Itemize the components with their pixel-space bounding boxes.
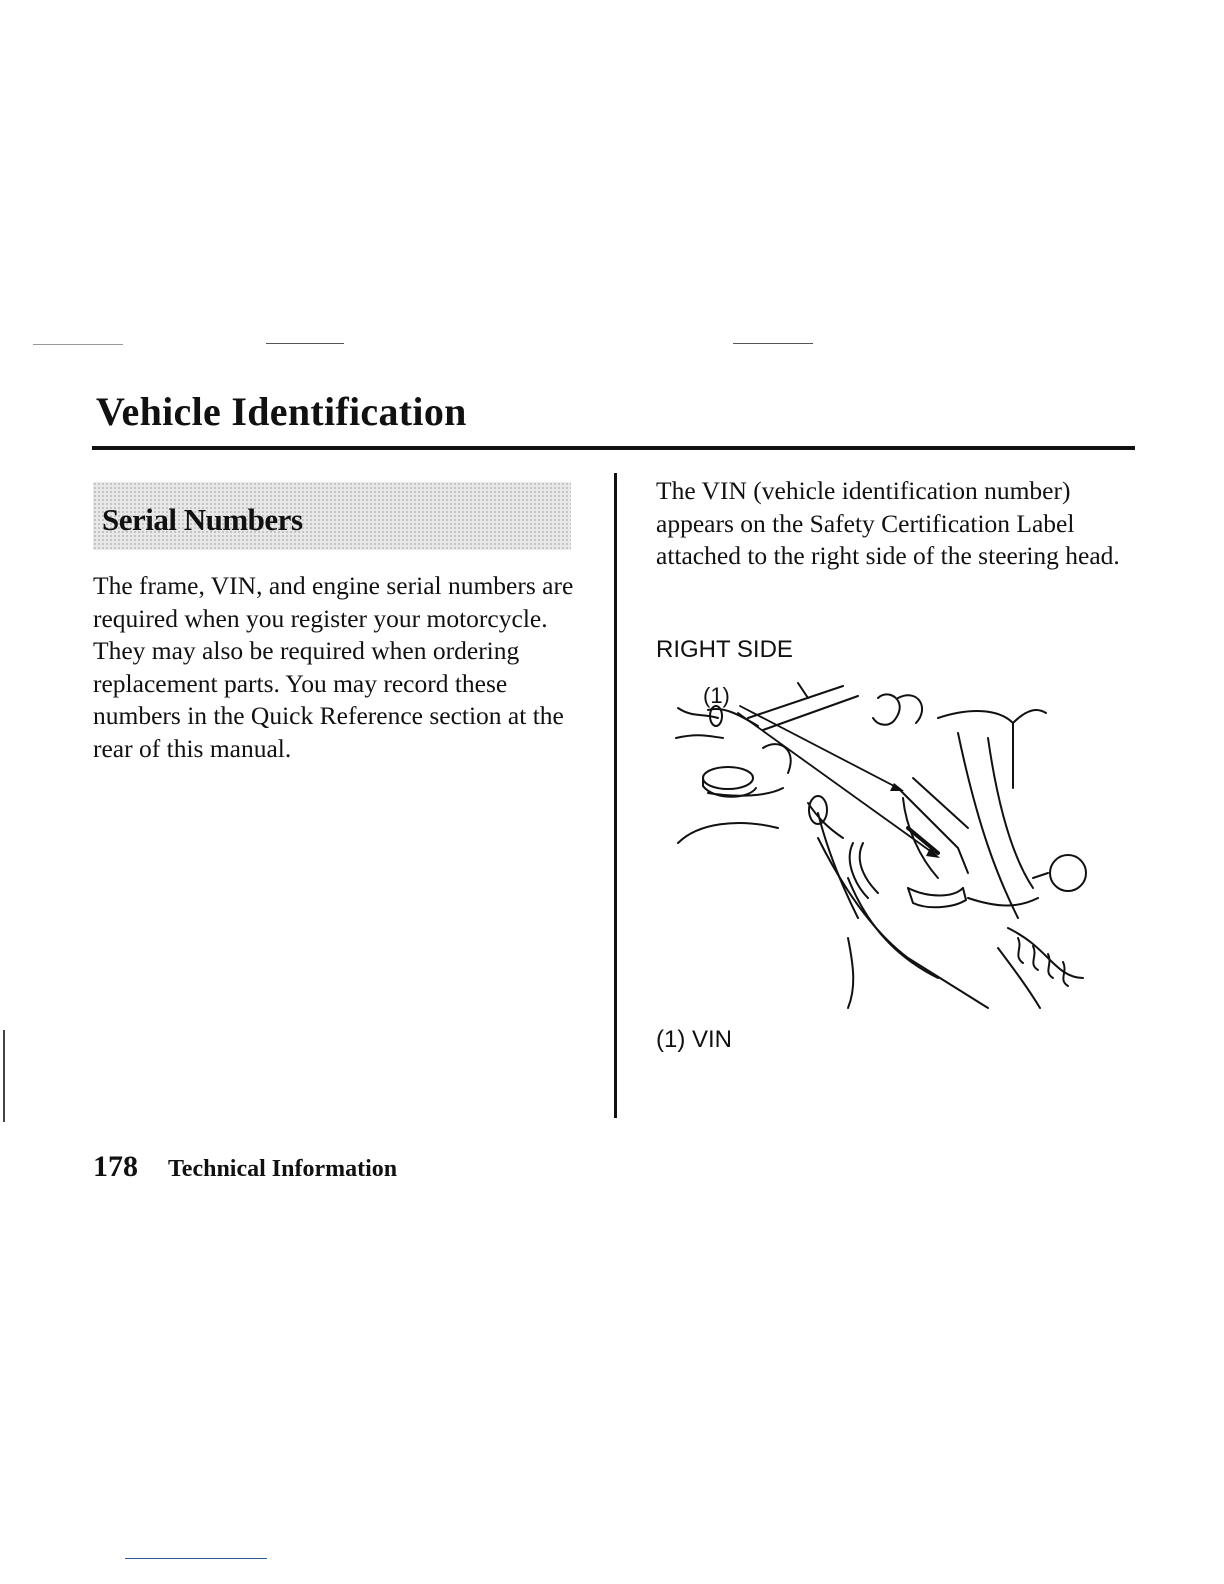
title-rule — [92, 446, 1135, 450]
section-heading: Serial Numbers — [102, 502, 303, 537]
scan-edge-mark — [3, 1030, 5, 1122]
figure-legend: (1) VIN — [656, 1026, 733, 1053]
scan-mark — [266, 343, 344, 344]
scan-mark — [125, 1558, 267, 1559]
page-title: Vehicle Identification — [96, 389, 467, 434]
footer-section-name: Technical Information — [168, 1156, 398, 1182]
scan-mark — [733, 343, 813, 344]
figure-title: RIGHT SIDE — [656, 636, 793, 663]
scan-mark — [33, 344, 123, 345]
vin-location-paragraph: The VIN (vehicle identification number) … — [656, 476, 1120, 570]
column-divider — [614, 473, 617, 1118]
serial-numbers-paragraph: The frame, VIN, and engine serial number… — [93, 571, 574, 763]
steering-head-illustration — [675, 682, 1087, 1009]
page-number: 178 — [93, 1150, 138, 1183]
page-footer: 178 Technical Information — [93, 1150, 397, 1184]
section-heading-band — [93, 482, 571, 550]
figure-callout-label: (1) — [703, 683, 730, 708]
